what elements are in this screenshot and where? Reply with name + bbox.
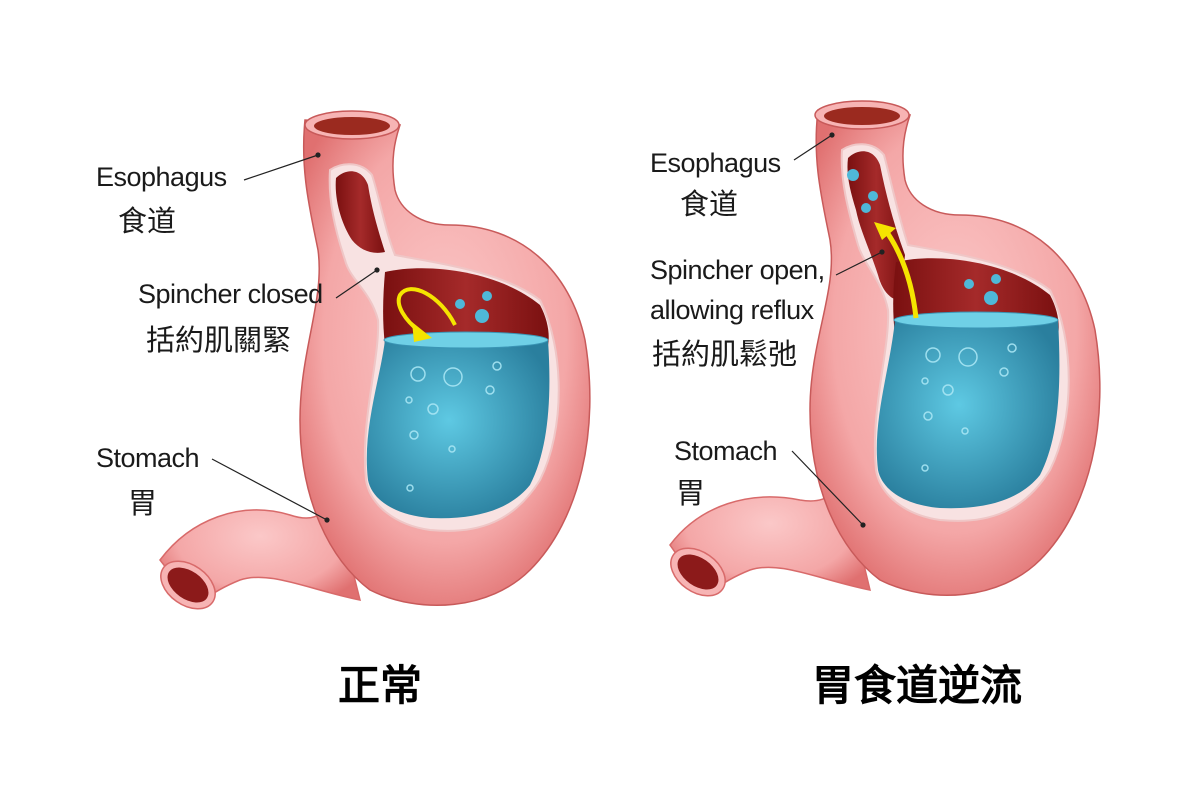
normal-caption: 正常 (338, 661, 423, 710)
stomach-label-en: Stomach (96, 443, 200, 473)
stomach-label-en: Stomach (674, 436, 778, 466)
curved-down-arrow-icon (396, 287, 457, 342)
stomach-label-zh: 胃 (676, 476, 706, 510)
sphincter-label-zh: 括約肌關緊 (146, 323, 292, 357)
upward-reflux-arrow-icon (874, 222, 919, 319)
esophagus-label-en: Esophagus (96, 162, 227, 192)
stomach-label-zh: 胃 (128, 486, 158, 520)
esophagus-label-zh: 食道 (680, 187, 739, 221)
reflux-stomach-panel: Esophagus 食道 Spincher open, allowing ref… (560, 0, 1160, 800)
esophagus-label-zh: 食道 (118, 204, 177, 238)
sphincter-label-en-line1: Spincher open, (650, 255, 825, 285)
esophagus-label-en: Esophagus (650, 148, 781, 178)
sphincter-label-en: Spincher closed (138, 279, 323, 309)
reflux-stomach-illustration (669, 100, 1101, 597)
normal-stomach-panel: Esophagus 食道 Spincher closed 括約肌關緊 Stoma… (96, 110, 591, 710)
sphincter-label-zh: 括約肌鬆弛 (652, 337, 798, 371)
normal-stomach-illustration (159, 110, 591, 610)
reflux-caption: 胃食道逆流 (812, 661, 1023, 710)
sphincter-label-en-line2: allowing reflux (650, 295, 814, 325)
